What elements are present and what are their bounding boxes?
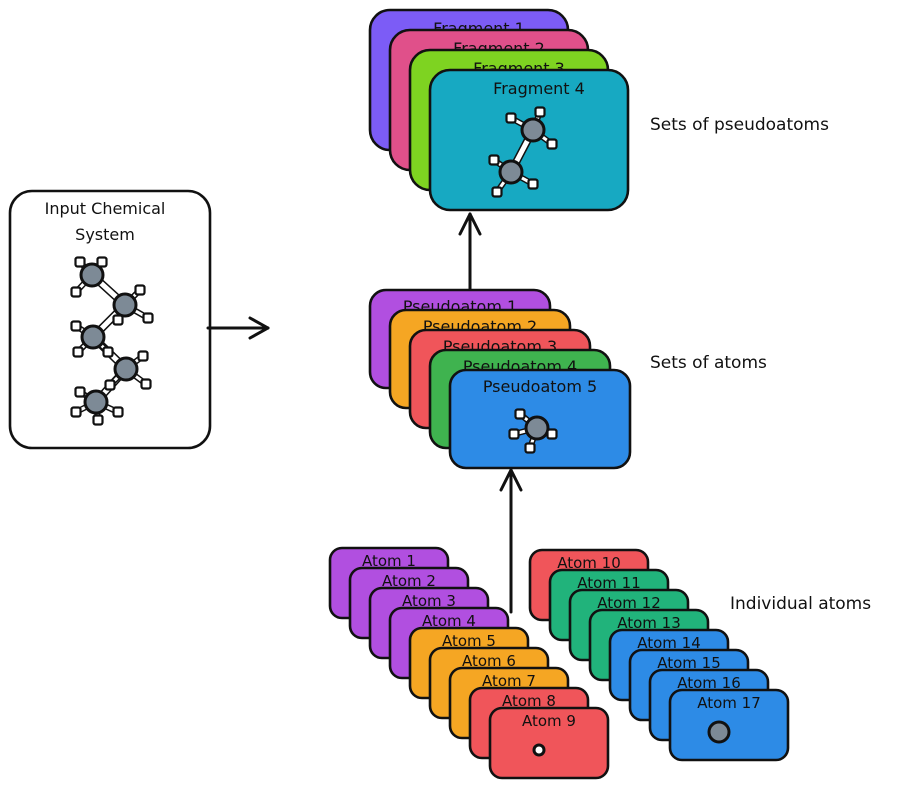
methyl-molecule-icon xyxy=(508,408,558,454)
atom-card-8: Atom 17 xyxy=(668,688,790,762)
atom-card-9: Atom 9 xyxy=(488,706,610,780)
atom-stack-left: Atom 1 Atom 2 Atom 3 Atom 4 Atom 5 Atom 6 Atom… xyxy=(328,546,610,780)
atom-label: Atom 11 xyxy=(577,574,641,592)
atom-label: Atom 1 xyxy=(362,552,416,570)
atom-label: Atom 8 xyxy=(502,692,556,710)
input-title-line2: System xyxy=(75,225,135,244)
ethane-molecule-icon xyxy=(488,106,558,198)
atom-label: Atom 2 xyxy=(382,572,436,590)
fragments-annotation: Sets of pseudoatoms xyxy=(650,115,829,135)
atom-stack-right: Atom 10 Atom 11 Atom 12 Atom 13 Atom 14 Atom … xyxy=(528,548,790,762)
atom-label: Atom 14 xyxy=(637,634,701,652)
atom-label: Atom 17 xyxy=(697,694,761,712)
input-title-line1: Input Chemical xyxy=(45,199,166,218)
pseudoatoms-annotation: Sets of atoms xyxy=(650,353,767,373)
atom-label: Atom 7 xyxy=(482,672,536,690)
atom-card-shape xyxy=(488,706,610,780)
input-system-box: Input Chemical System xyxy=(8,189,212,450)
input-arrow xyxy=(206,316,270,340)
atom-card-shape xyxy=(668,688,790,762)
atom-label: Atom 10 xyxy=(557,554,621,572)
atom-ball-icon xyxy=(707,720,731,744)
pseudoatom-card-5: Pseudoatom 5 xyxy=(448,368,632,470)
atoms-annotation: Individual atoms xyxy=(730,594,871,614)
pseudoatom-label: Pseudoatom 5 xyxy=(483,377,597,396)
atom-label: Atom 16 xyxy=(677,674,741,692)
atom-label: Atom 5 xyxy=(442,632,496,650)
butane-molecule-icon xyxy=(70,256,154,426)
atom-label: Atom 6 xyxy=(462,652,516,670)
atom-label: Atom 15 xyxy=(657,654,721,672)
atom-ball-icon xyxy=(532,743,546,757)
atom-to-pseudoatom-arrow xyxy=(499,468,523,614)
atom-label: Atom 3 xyxy=(402,592,456,610)
atom-label: Atom 13 xyxy=(617,614,681,632)
atom-label: Atom 4 xyxy=(422,612,476,630)
atom-label: Atom 12 xyxy=(597,594,661,612)
pseudoatom-to-fragment-arrow xyxy=(458,212,482,294)
fragment-label: Fragment 4 xyxy=(493,79,585,98)
atom-label: Atom 9 xyxy=(522,712,576,730)
fragment-card-4: Fragment 4 xyxy=(428,68,630,212)
